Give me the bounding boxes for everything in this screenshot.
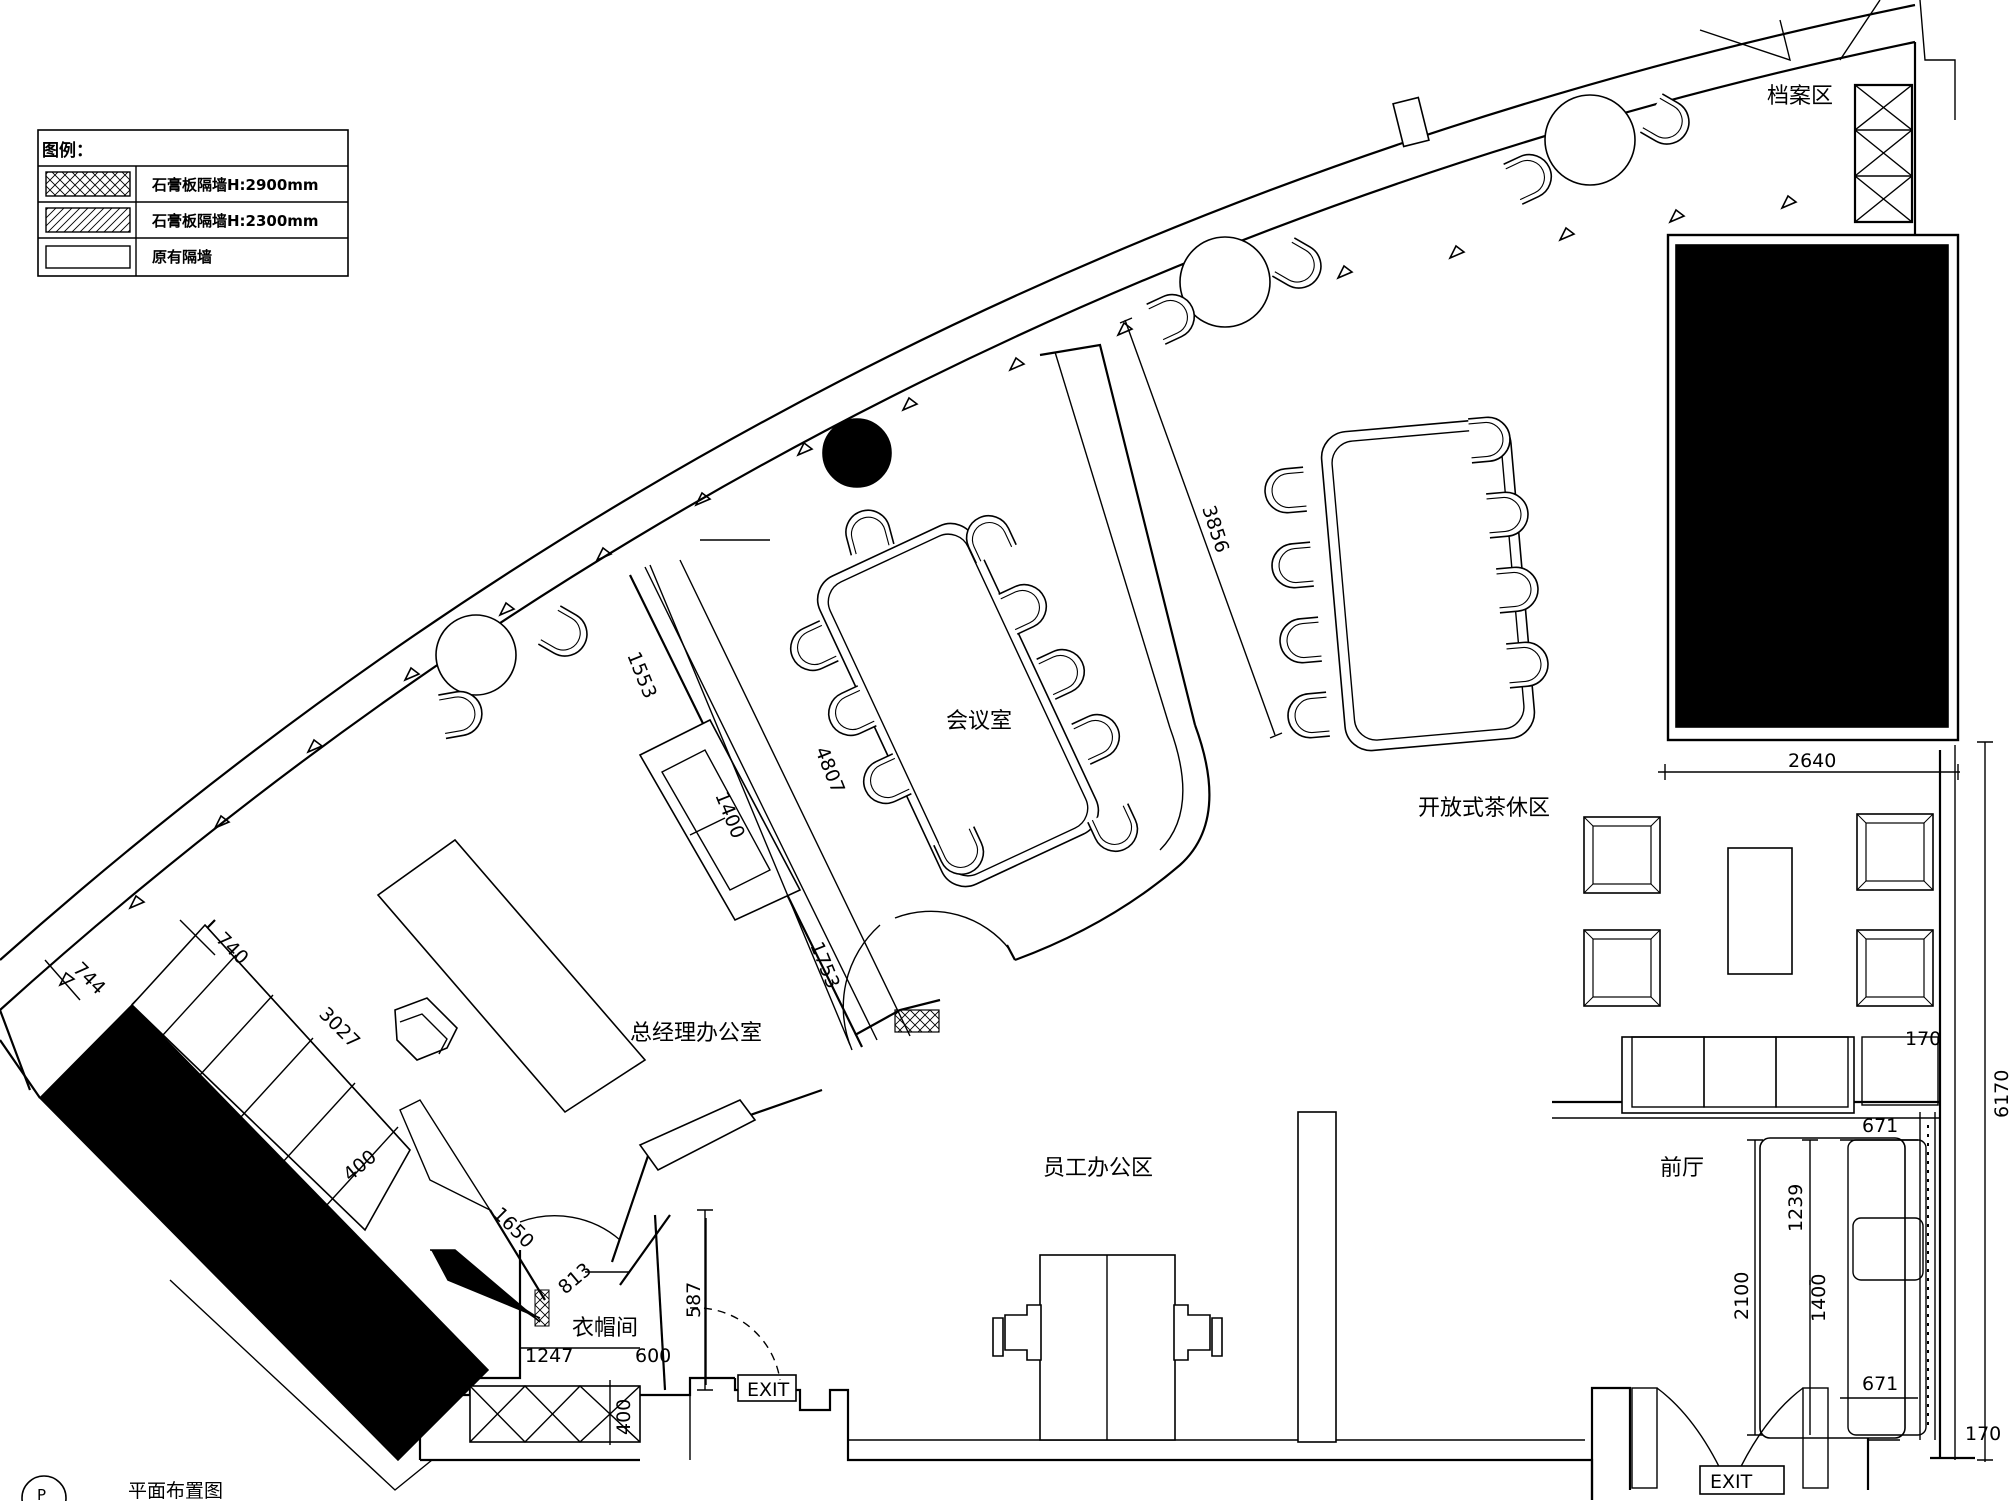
room-label-gm-office: 总经理办公室 xyxy=(630,1021,762,1046)
exit-sign-right: EXIT xyxy=(1710,1471,1753,1493)
dim-400-shelf: 400 xyxy=(613,1399,635,1435)
drawing-title: 平面布置图 xyxy=(128,1480,223,1501)
room-label-staff: 员工办公区 xyxy=(1043,1156,1153,1181)
legend-swatch-blank xyxy=(45,245,131,269)
north-mark: P xyxy=(37,1486,46,1501)
room-labels: 档案区 会议室 总经理办公室 开放式茶休区 员工办公区 前厅 衣帽间 xyxy=(572,84,1833,1341)
north-arrow-icon xyxy=(21,1475,67,1501)
legend-swatch-crosshatch xyxy=(45,171,131,197)
dim-1753: 1753 xyxy=(805,939,844,992)
column-circle xyxy=(822,418,892,488)
legend-item-2300: 石膏板隔墙H:2300mm xyxy=(151,212,319,230)
dim-170-bottom: 170 xyxy=(1965,1423,2001,1445)
room-label-cloakroom: 衣帽间 xyxy=(572,1316,638,1341)
dim-3027: 3027 xyxy=(314,1003,364,1053)
gm-office-furniture xyxy=(130,605,802,1323)
meeting-room-furniture xyxy=(782,504,1146,1051)
dim-4807: 4807 xyxy=(810,744,849,797)
dim-671-top: 671 xyxy=(1862,1115,1898,1137)
legend-title: 图例： xyxy=(42,140,93,161)
dim-587: 587 xyxy=(683,1282,705,1318)
dimension-lines xyxy=(44,317,1993,1462)
dim-600: 600 xyxy=(635,1345,671,1367)
tea-area-furniture xyxy=(1583,813,1939,1114)
dim-1400-lobby: 1400 xyxy=(1808,1274,1830,1322)
room-label-meeting: 会议室 xyxy=(946,709,1012,734)
dim-3856: 3856 xyxy=(1197,503,1233,556)
dim-170-top: 170 xyxy=(1905,1028,1941,1050)
dim-1650: 1650 xyxy=(488,1203,538,1253)
drawing-title-block: P 平面布置图 xyxy=(21,1475,223,1501)
left-core-block xyxy=(38,1003,490,1462)
legend-item-2900: 石膏板隔墙H:2900mm xyxy=(151,176,319,194)
dim-1553: 1553 xyxy=(622,649,661,702)
dim-813: 813 xyxy=(554,1259,596,1299)
dim-1239: 1239 xyxy=(1785,1184,1807,1232)
room-label-tea-area: 开放式茶休区 xyxy=(1418,796,1550,821)
room-label-lobby: 前厅 xyxy=(1660,1156,1704,1181)
exit-sign-left: EXIT xyxy=(747,1379,790,1401)
storage-shelf xyxy=(469,1385,641,1443)
room-label-archive: 档案区 xyxy=(1767,84,1833,109)
legend-swatch-diagonal xyxy=(45,207,131,233)
exterior-curtain-wall xyxy=(0,0,1956,1091)
legend-item-existing: 原有隔墙 xyxy=(152,248,212,266)
dim-1247: 1247 xyxy=(525,1345,573,1367)
dim-6170: 6170 xyxy=(1991,1070,2011,1118)
staff-lobby-furniture: EXIT EXIT xyxy=(519,1137,1927,1495)
black-blocks xyxy=(0,233,1960,1491)
service-core-block xyxy=(1675,244,1949,728)
dim-2640: 2640 xyxy=(1788,750,1836,772)
dim-2100: 2100 xyxy=(1731,1272,1753,1320)
legend: 图例： 石膏板隔墙H:2900mm 石膏板隔墙H:2300mm 原有隔墙 xyxy=(37,129,349,277)
lounge-upper-furniture xyxy=(1145,93,1698,752)
dim-671-bottom: 671 xyxy=(1862,1373,1898,1395)
